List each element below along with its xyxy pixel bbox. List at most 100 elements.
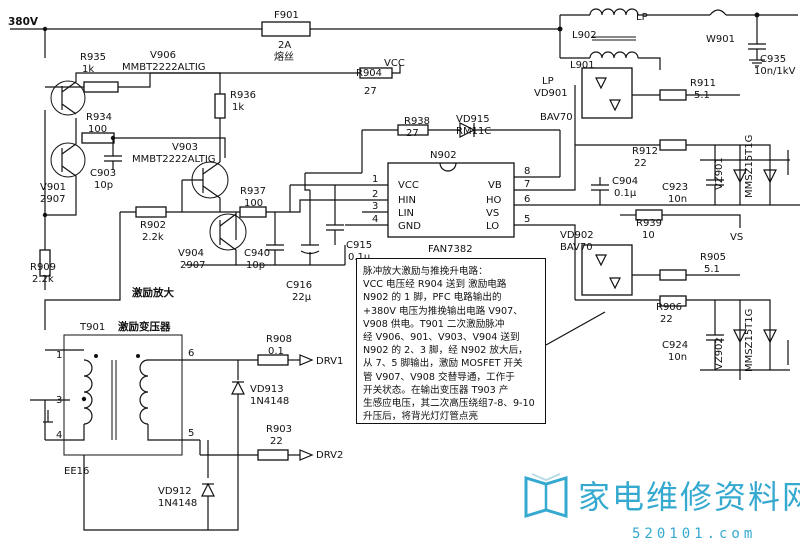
resistor-r911 <box>659 89 687 101</box>
note-line: 经 V906、901、V903、V904 送到 <box>363 332 520 344</box>
zener-vz901 <box>733 169 747 184</box>
label-t-pin4: 4 <box>56 430 62 441</box>
label-r938-val: 27 <box>406 128 419 139</box>
label-r936-val: 1k <box>232 102 244 113</box>
label-v903: V903 <box>172 142 198 153</box>
resistor-r903 <box>257 449 289 461</box>
top-rail <box>10 8 798 70</box>
label-vd915-part: RM11C <box>456 126 491 137</box>
label-vs: VS <box>730 232 743 243</box>
label-f901: F901 <box>274 10 299 21</box>
circuit-description-note: 脉冲放大激励与推挽升电路： VCC 电压经 R904 送到 激励电路 N902 … <box>356 258 546 424</box>
label-c935: C935 <box>760 54 786 65</box>
label-vd912: VD912 <box>158 486 192 497</box>
label-ic-name: FAN7382 <box>428 244 473 255</box>
resistor-r905 <box>659 269 687 281</box>
low-side-output <box>560 224 790 380</box>
label-vz902: VZ902 <box>714 337 725 370</box>
label-v906-part: MMBT2222ALTIG <box>122 62 206 73</box>
label-v906: V906 <box>150 50 176 61</box>
label-ic-hin: HIN <box>398 195 416 206</box>
label-excite-amp: 激励放大 <box>132 286 174 299</box>
diode-pair-vd901 <box>581 67 633 119</box>
label-c903-val: 10p <box>94 180 113 191</box>
label-r939-val: 10 <box>642 230 655 241</box>
inductor-l902 <box>589 8 639 16</box>
label-mmsz-top: MMSZ15T1G <box>744 135 755 198</box>
resistor-r935 <box>83 81 119 93</box>
label-pin2: 2 <box>372 189 378 200</box>
note-line: 脉冲放大激励与推挽升电路： <box>363 266 488 277</box>
high-side-output <box>559 67 790 228</box>
label-drv2: DRV2 <box>316 450 343 461</box>
label-l902: L902 <box>572 30 597 41</box>
label-c916: C916 <box>286 280 312 291</box>
component-labels: 380V F901 2A 熔丝 LP L902 L901 W901 C935 1… <box>8 10 796 509</box>
watermark-brand: 家电维修资料网 520101.com <box>522 468 800 548</box>
note-line: N902 的 2、3 脚，经 N902 放大后， <box>363 345 528 357</box>
book-logo-icon <box>524 473 568 519</box>
resistor-r906 <box>659 295 687 307</box>
label-c923: C923 <box>662 182 688 193</box>
label-f901-type: 熔丝 <box>274 50 294 63</box>
label-ic-vb: VB <box>488 180 502 191</box>
label-t-pin5: 5 <box>188 428 194 439</box>
note-line: VCC 电压经 R904 送到 激励电路 <box>363 279 507 291</box>
label-r934-val: 100 <box>88 124 107 135</box>
label-ic-vs: VS <box>486 208 499 219</box>
label-r937: R937 <box>240 186 266 197</box>
label-w901: W901 <box>706 34 735 45</box>
label-pin3: 3 <box>372 201 378 212</box>
label-t-pin6: 6 <box>188 348 194 359</box>
label-v903-part: MMBT2222ALTIG <box>132 154 216 165</box>
note-line: 开关状态。在输出变压器 T903 产 <box>363 384 509 396</box>
label-c924-val: 10n <box>668 352 687 363</box>
label-r904-val: 27 <box>364 86 377 97</box>
label-pin4: 4 <box>372 214 378 225</box>
label-r909: R909 <box>30 262 56 273</box>
label-f901-val: 2A <box>278 40 291 51</box>
label-vd913: VD913 <box>250 384 284 395</box>
label-c915: C915 <box>346 240 372 251</box>
resistor-r936 <box>214 93 226 119</box>
label-r911-val: 5.1 <box>694 90 710 101</box>
inductor-l901 <box>589 51 639 59</box>
label-r902: R902 <box>140 220 166 231</box>
label-r935-val: 1k <box>82 64 94 75</box>
label-t901-name: 激励变压器 <box>118 320 171 333</box>
label-pin7: 7 <box>524 179 530 190</box>
resistor-r912 <box>659 139 687 151</box>
note-pointer <box>545 311 606 346</box>
label-ic-lin: LIN <box>398 208 414 219</box>
label-r906: R906 <box>656 302 682 313</box>
note-line: 升压后，将背光灯灯管点亮 <box>363 411 479 423</box>
label-c935-val: 10n/1kV <box>754 66 796 77</box>
label-r906-val: 22 <box>660 314 673 325</box>
label-r912-val: 22 <box>634 158 647 169</box>
ic-input-network <box>150 65 560 266</box>
brand-title: 家电维修资料网 <box>578 478 800 516</box>
label-r905-val: 5.1 <box>704 264 720 275</box>
label-r935: R935 <box>80 52 106 63</box>
label-r903-val: 22 <box>270 436 283 447</box>
label-380v: 380V <box>8 16 39 28</box>
label-r936: R936 <box>230 90 256 101</box>
label-r911: R911 <box>690 78 716 89</box>
note-line: 管 V907、V908 交替导通，工作于 <box>363 371 515 383</box>
label-c924: C924 <box>662 340 688 351</box>
label-mmsz-bot: MMSZ15T1G <box>744 309 755 372</box>
label-ic-gnd: GND <box>398 221 421 232</box>
label-c904: C904 <box>612 176 638 187</box>
label-c923-val: 10n <box>668 194 687 205</box>
ic-n902 <box>362 162 800 238</box>
label-ee16: EE16 <box>64 466 89 477</box>
label-bav70-bot: BAV70 <box>560 242 593 253</box>
label-r904: R904 <box>356 68 382 79</box>
label-r905: R905 <box>700 252 726 263</box>
label-vz901: VZ901 <box>714 157 725 190</box>
label-r939: R939 <box>636 218 662 229</box>
label-lp-mid: LP <box>542 76 554 87</box>
label-ic-vcc: VCC <box>398 180 419 191</box>
label-vd902: VD902 <box>560 230 594 241</box>
